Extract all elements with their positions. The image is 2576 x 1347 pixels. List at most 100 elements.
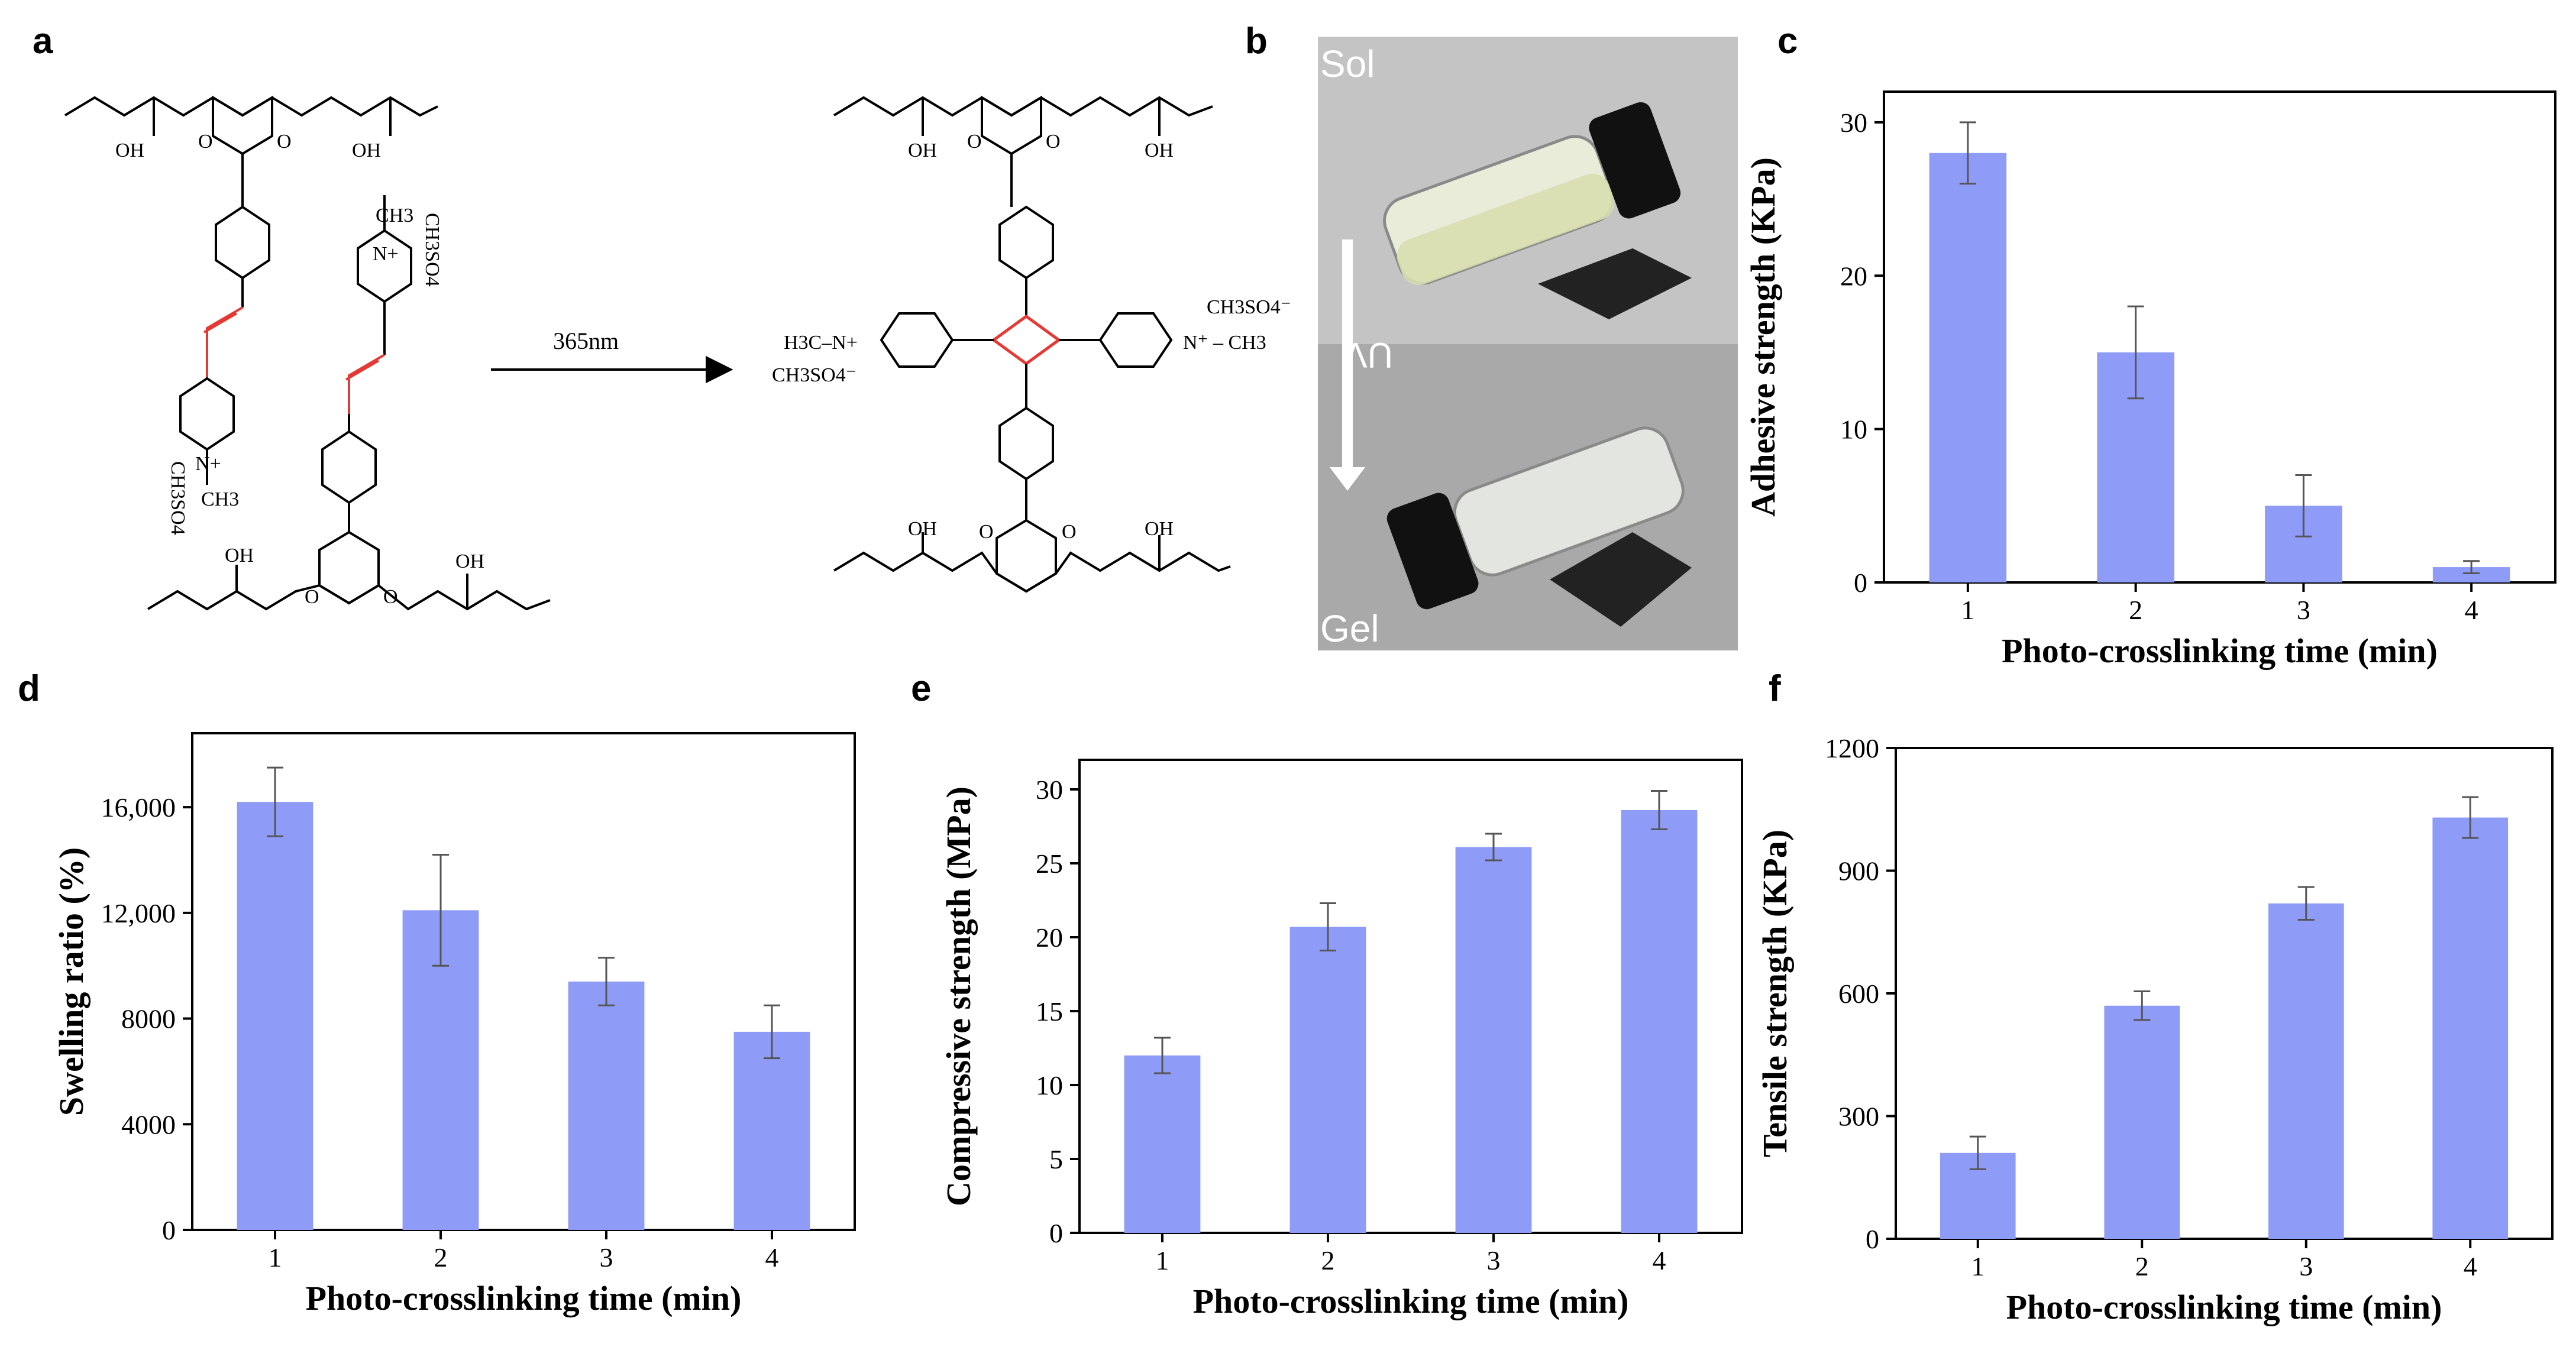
o-label: O (198, 131, 213, 153)
n-plus-label: N+ (373, 243, 399, 265)
sol-label: Sol (1320, 43, 1375, 85)
y-tick-label: 20 (1036, 922, 1063, 953)
y-tick-label: 12,000 (101, 898, 176, 928)
o-label: O (979, 521, 994, 543)
oh-label: OH (352, 140, 381, 161)
y-tick-label: 15 (1036, 996, 1063, 1027)
n-plus-label: N+ (195, 453, 221, 475)
bar (1455, 847, 1532, 1233)
acetal-ring-top-product (981, 95, 1042, 156)
oh-label: OH (1145, 518, 1174, 540)
plot-frame (1078, 759, 1743, 1234)
oh-label: OH (1145, 140, 1174, 161)
phenyl-ring-2 (321, 430, 377, 504)
x-tick-label: 1 (1971, 1251, 1984, 1281)
plot-frame (1883, 90, 2556, 584)
uv-label: UV (1344, 335, 1393, 375)
bar (733, 1031, 810, 1230)
x-axis-label: Photo-crosslinking time (min) (1193, 1282, 1629, 1320)
oh-label: OH (908, 518, 937, 540)
x-tick-label: 1 (1961, 595, 1974, 625)
x-tick-label: 1 (269, 1242, 282, 1272)
ch3so4-label: CH3SO4⁻ (772, 364, 856, 386)
vinyl-bond-1 (206, 306, 244, 378)
pyridinium-ring-2 (357, 229, 412, 303)
y-tick-label: 0 (162, 1215, 176, 1245)
pyridinium-ring-product-left (880, 312, 954, 368)
pyridinium-ring-product-right (1098, 312, 1173, 368)
panel-label-f: f (1769, 668, 1781, 709)
o-label: O (1062, 521, 1077, 543)
bar (237, 802, 313, 1230)
arrow-label: 365nm (553, 328, 619, 354)
bar (1124, 1055, 1201, 1233)
acetal-ring-bottom-product (996, 519, 1057, 593)
bar (1289, 927, 1366, 1233)
y-tick-label: 600 (1838, 979, 1879, 1009)
y-tick-label: 30 (1840, 108, 1867, 138)
acetal-ring-bottom (318, 530, 380, 605)
uv-arrow-head (1330, 467, 1365, 491)
phenyl-ring-1 (215, 205, 270, 280)
n-ch3-label: N⁺ – CH3 (1183, 332, 1266, 354)
oh-label: OH (225, 545, 254, 566)
backbone-top-right (833, 96, 1213, 117)
reaction-scheme (64, 95, 1231, 611)
y-tick-label: 4000 (121, 1109, 176, 1139)
x-tick-label: 4 (2464, 1251, 2477, 1281)
panel-label-c: c (1777, 21, 1798, 61)
cyclobutane-ring (991, 314, 1062, 366)
y-axis-label: Adhesive strength (KPa) (1744, 157, 1782, 517)
x-tick-label: 4 (765, 1242, 779, 1272)
sol-vial (1383, 102, 1681, 285)
ch3-label: CH3 (201, 488, 239, 510)
clip-bottom (1550, 532, 1692, 627)
o-label: O (277, 131, 292, 153)
y-tick-label: 25 (1036, 849, 1063, 879)
y-tick-label: 5 (1049, 1144, 1063, 1174)
vial-photo: UV Sol Gel (1318, 37, 1738, 650)
x-axis-label: Photo-crosslinking time (min) (2002, 632, 2438, 670)
bar (1929, 153, 2007, 582)
y-tick-label: 1200 (1825, 733, 1879, 763)
plot-frame (191, 732, 856, 1231)
panel-label-b: b (1245, 21, 1268, 61)
y-tick-label: 0 (1049, 1218, 1063, 1248)
backbone-bottom-right (833, 551, 1231, 593)
ch3-label: CH3 (376, 205, 413, 226)
y-tick-label: 10 (1036, 1070, 1063, 1100)
counter-ion-label: CH3SO4 (167, 461, 189, 535)
bar (568, 982, 645, 1230)
bar (2104, 1005, 2180, 1239)
x-tick-label: 3 (2297, 595, 2310, 625)
x-tick-label: 2 (2129, 595, 2142, 625)
gel-vial (1386, 426, 1685, 610)
x-tick-label: 3 (600, 1242, 613, 1272)
x-tick-label: 4 (2465, 595, 2478, 625)
y-tick-label: 30 (1036, 775, 1063, 805)
y-tick-label: 0 (1854, 568, 1867, 598)
x-axis-label: Photo-crosslinking time (min) (306, 1279, 742, 1317)
y-tick-label: 0 (1866, 1224, 1879, 1254)
h3c-n-label: H3C–N+ (784, 332, 858, 354)
x-tick-label: 1 (1156, 1245, 1169, 1275)
oh-label: OH (908, 140, 937, 161)
vinyl-bond-2 (348, 354, 386, 414)
y-axis-label: Tensile strength (KPa) (1756, 830, 1794, 1157)
gel-label: Gel (1320, 607, 1379, 650)
oh-label: OH (455, 551, 484, 572)
x-tick-label: 3 (1487, 1245, 1501, 1275)
oh-label: OH (115, 140, 144, 161)
y-tick-label: 8000 (121, 1004, 176, 1034)
x-tick-label: 3 (2299, 1251, 2313, 1281)
o-label: O (383, 586, 398, 608)
x-tick-label: 2 (1321, 1245, 1335, 1275)
bar (1621, 810, 1698, 1233)
x-tick-label: 2 (2135, 1251, 2149, 1281)
acetal-ring-top (212, 95, 273, 156)
x-tick-label: 2 (434, 1242, 448, 1272)
